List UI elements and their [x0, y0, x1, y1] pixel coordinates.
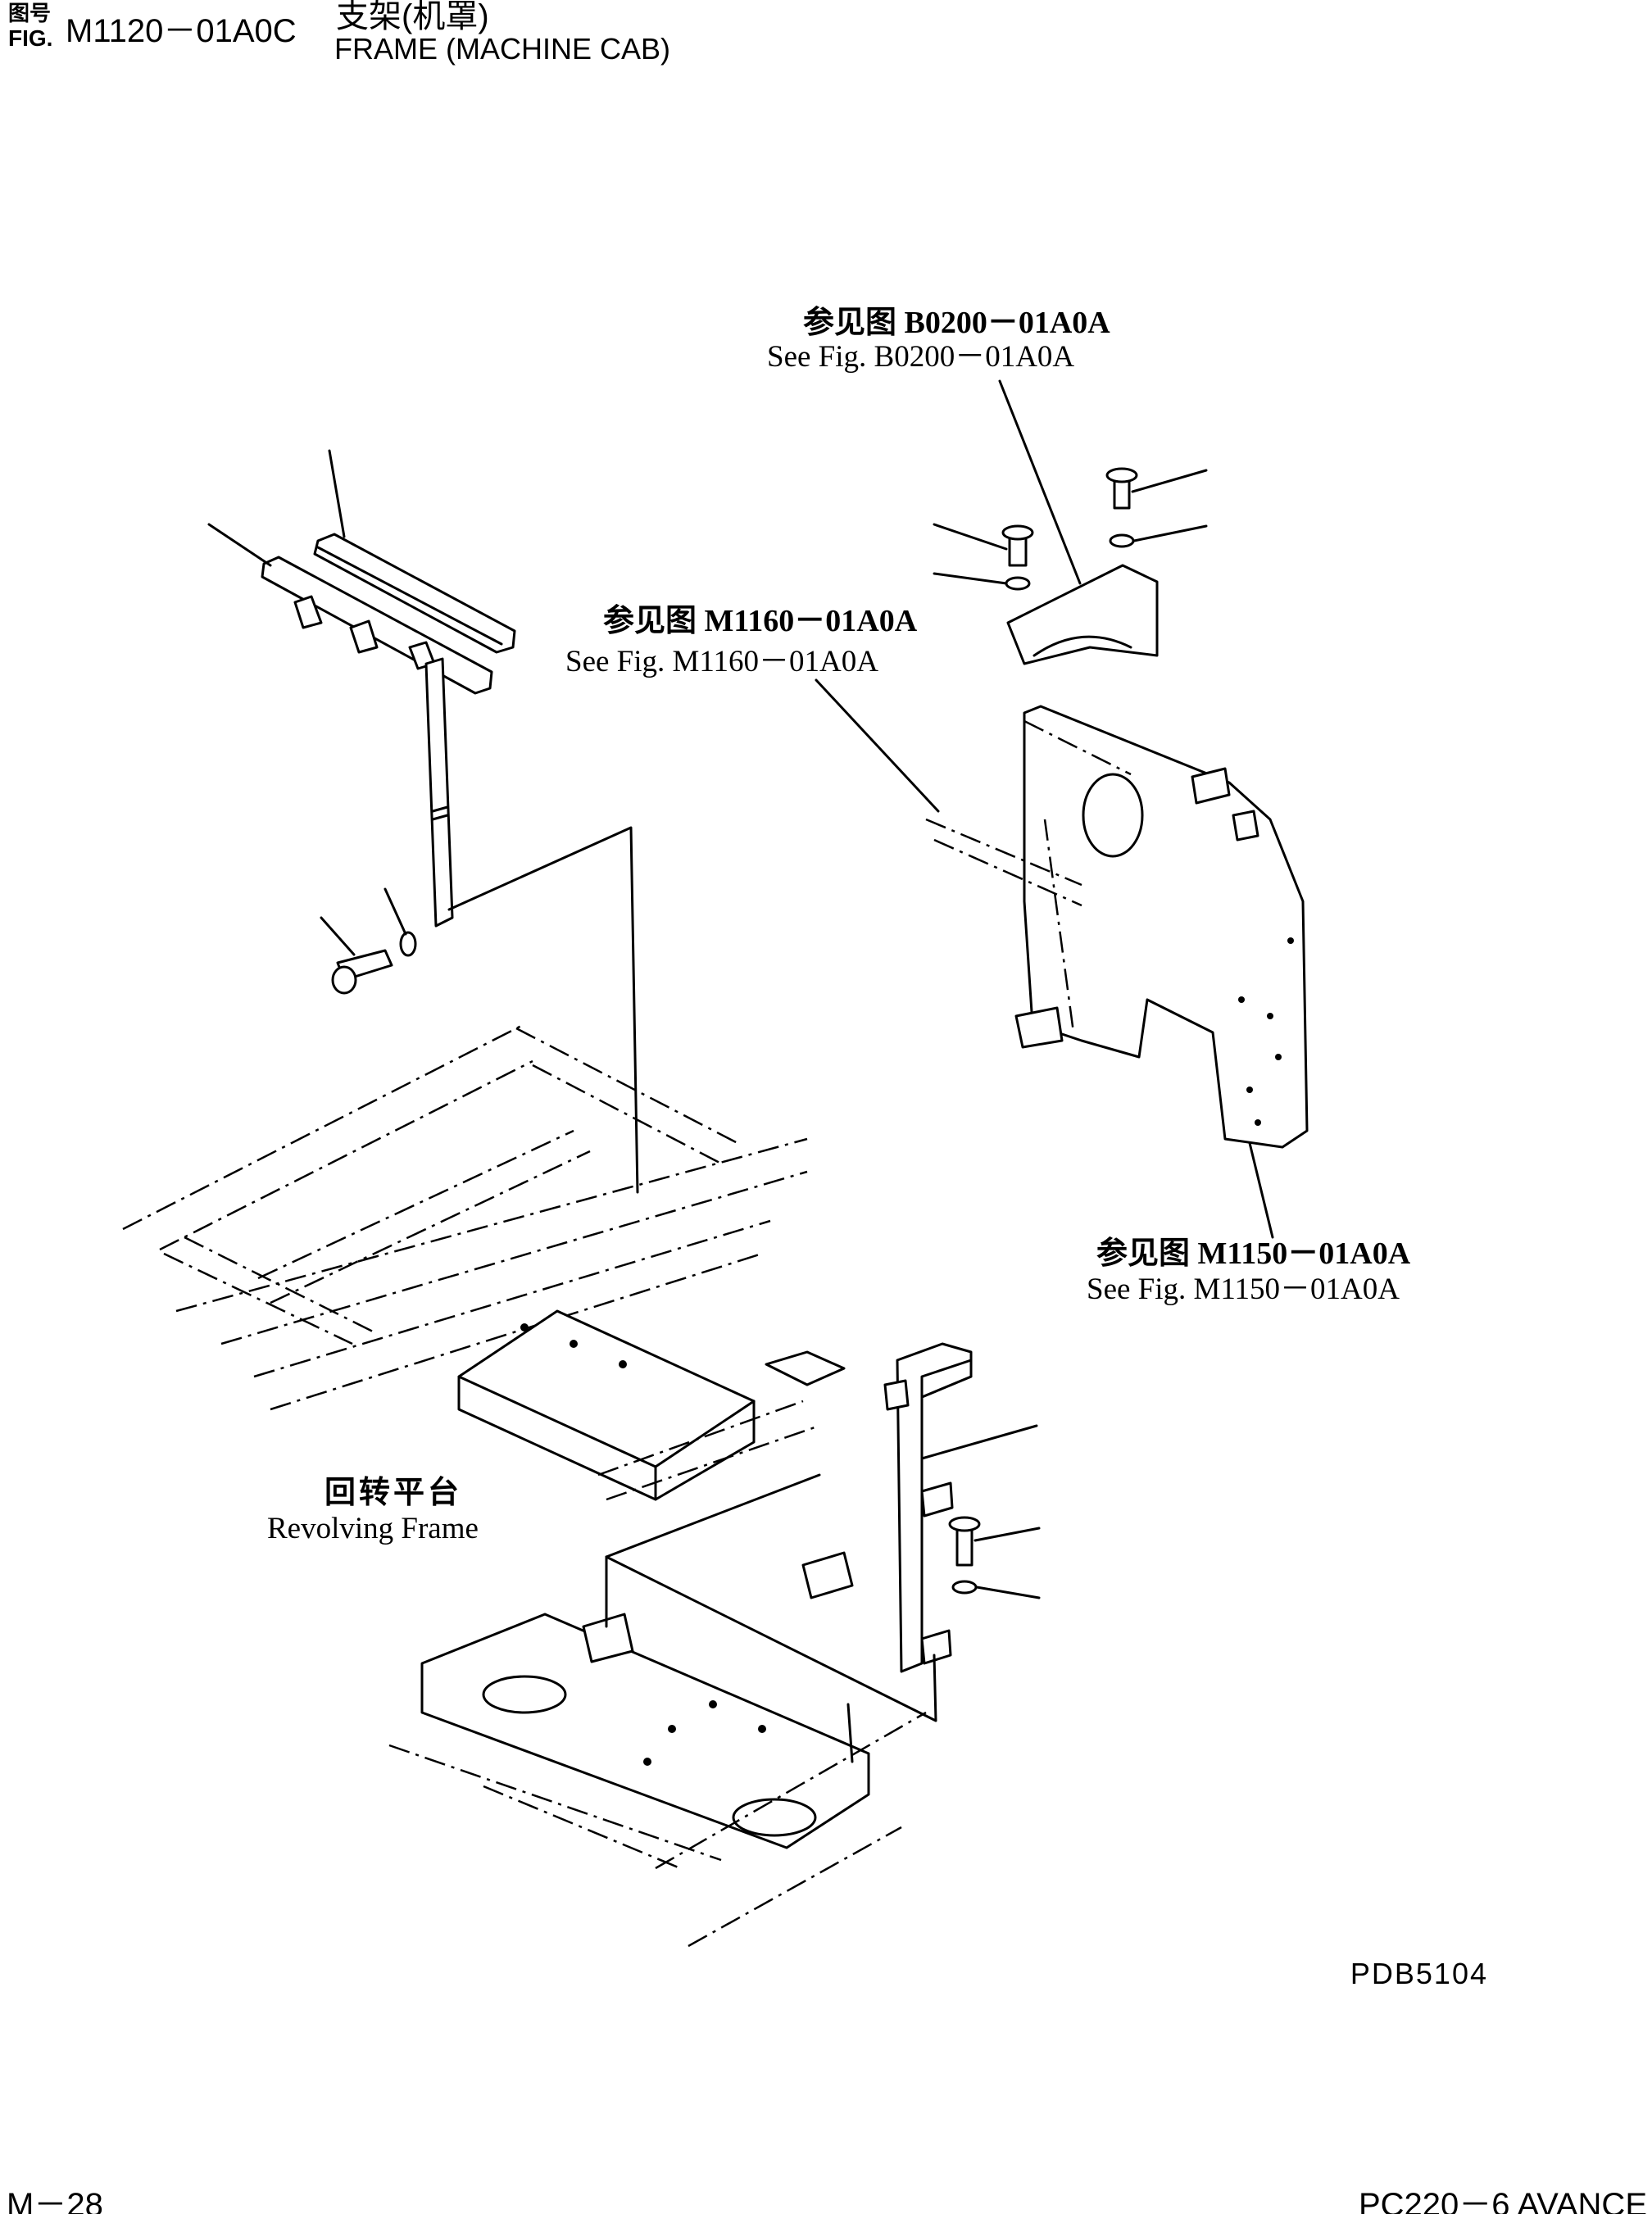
cab-pillar	[605, 1342, 1038, 1722]
page-title-cn: 支架(机罩)	[336, 0, 489, 34]
callout-revolving-cn: 回转平台	[324, 1476, 463, 1510]
leader-m1150	[1248, 1141, 1274, 1239]
callout-m1150-cn: 参见图 M1150－01A0A	[1096, 1236, 1411, 1271]
page-title: FRAME (MACHINE CAB)	[334, 32, 671, 66]
callout-revolving-en: Revolving Frame	[267, 1512, 479, 1545]
callout-b0200-en: See Fig. B0200－01A0A	[767, 340, 1075, 374]
callout-m1160-en: See Fig. M1160－01A0A	[565, 645, 878, 678]
bolt-icon	[1105, 467, 1208, 510]
callout-m1150-en: See Fig. M1150－01A0A	[1087, 1273, 1400, 1306]
leader-b0200	[998, 379, 1082, 585]
drawing-code: PDB5104	[1350, 1957, 1488, 1990]
figure-mark-label: FIG.	[8, 25, 53, 51]
washer-icon	[933, 572, 1031, 591]
bolt-icon	[948, 1516, 1041, 1567]
washer-icon	[951, 1580, 1041, 1599]
bolt-icon	[320, 916, 393, 995]
figure-code: M1120－01A0C	[66, 13, 297, 49]
page-number: M－28	[7, 2187, 103, 2214]
callout-b0200-cn: 参见图 B0200－01A0A	[803, 306, 1110, 340]
model-name: PC220－6 AVANCE	[1358, 2187, 1647, 2214]
callout-m1160-cn: 参见图 M1160－01A0A	[603, 604, 918, 638]
washer-icon	[1109, 524, 1208, 548]
figure-mark-cn: 图号	[8, 1, 52, 25]
revolving-frame-drawing	[122, 1023, 927, 1948]
leader-m1160	[815, 678, 940, 813]
bolt-icon	[933, 523, 1034, 567]
cab-top-bracket	[207, 449, 516, 928]
cab-side-frame	[925, 564, 1309, 1149]
washer-icon	[384, 887, 417, 957]
